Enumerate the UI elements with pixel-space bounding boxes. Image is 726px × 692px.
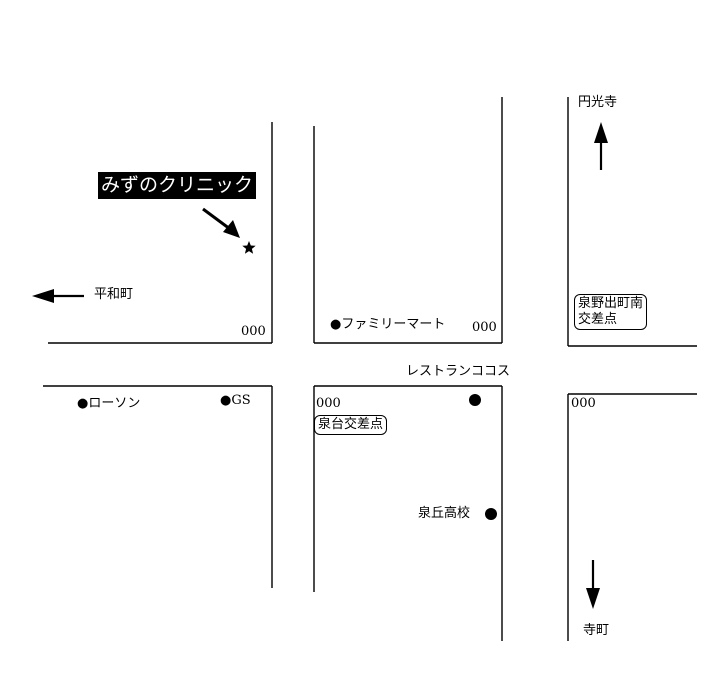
landmark-restaurant-label: レストランココス	[406, 364, 511, 379]
landmark-family-mart: ●ファミリーマート	[330, 317, 446, 332]
landmark-school-label: 泉丘高校	[418, 506, 471, 521]
clinic-pointer-arrow-icon	[202, 207, 240, 238]
arrow-north-icon	[594, 122, 608, 170]
arrow-west-icon	[32, 289, 84, 303]
clinic-star-icon	[242, 241, 256, 254]
restaurant-marker-icon	[469, 394, 481, 406]
direction-heiwacho-label: 平和町	[94, 287, 134, 302]
address-number-sc: 000	[316, 396, 341, 411]
arrow-south-icon	[586, 560, 600, 609]
intersection-izumino-line2: 交差点	[578, 312, 618, 327]
address-number-nc: 000	[472, 320, 497, 335]
direction-teramachi-label: 寺町	[583, 623, 610, 638]
intersection-izumidai: 泉台交差点	[314, 415, 388, 435]
intersection-izumidai-label: 泉台交差点	[318, 417, 384, 432]
school-marker-icon	[485, 508, 497, 520]
landmark-lawson: ●ローソン	[77, 396, 141, 411]
address-number-nw: 000	[241, 324, 266, 339]
clinic-name-label: みずのクリニック	[98, 172, 257, 199]
intersection-izumino-line1: 泉野出町南	[578, 296, 644, 311]
direction-enkoji-label: 円光寺	[578, 95, 618, 110]
address-number-se: 000	[571, 396, 596, 411]
landmark-gas-station: ●GS	[220, 393, 251, 408]
intersection-izumino-demachi-minami: 泉野出町南 交差点	[574, 294, 648, 330]
